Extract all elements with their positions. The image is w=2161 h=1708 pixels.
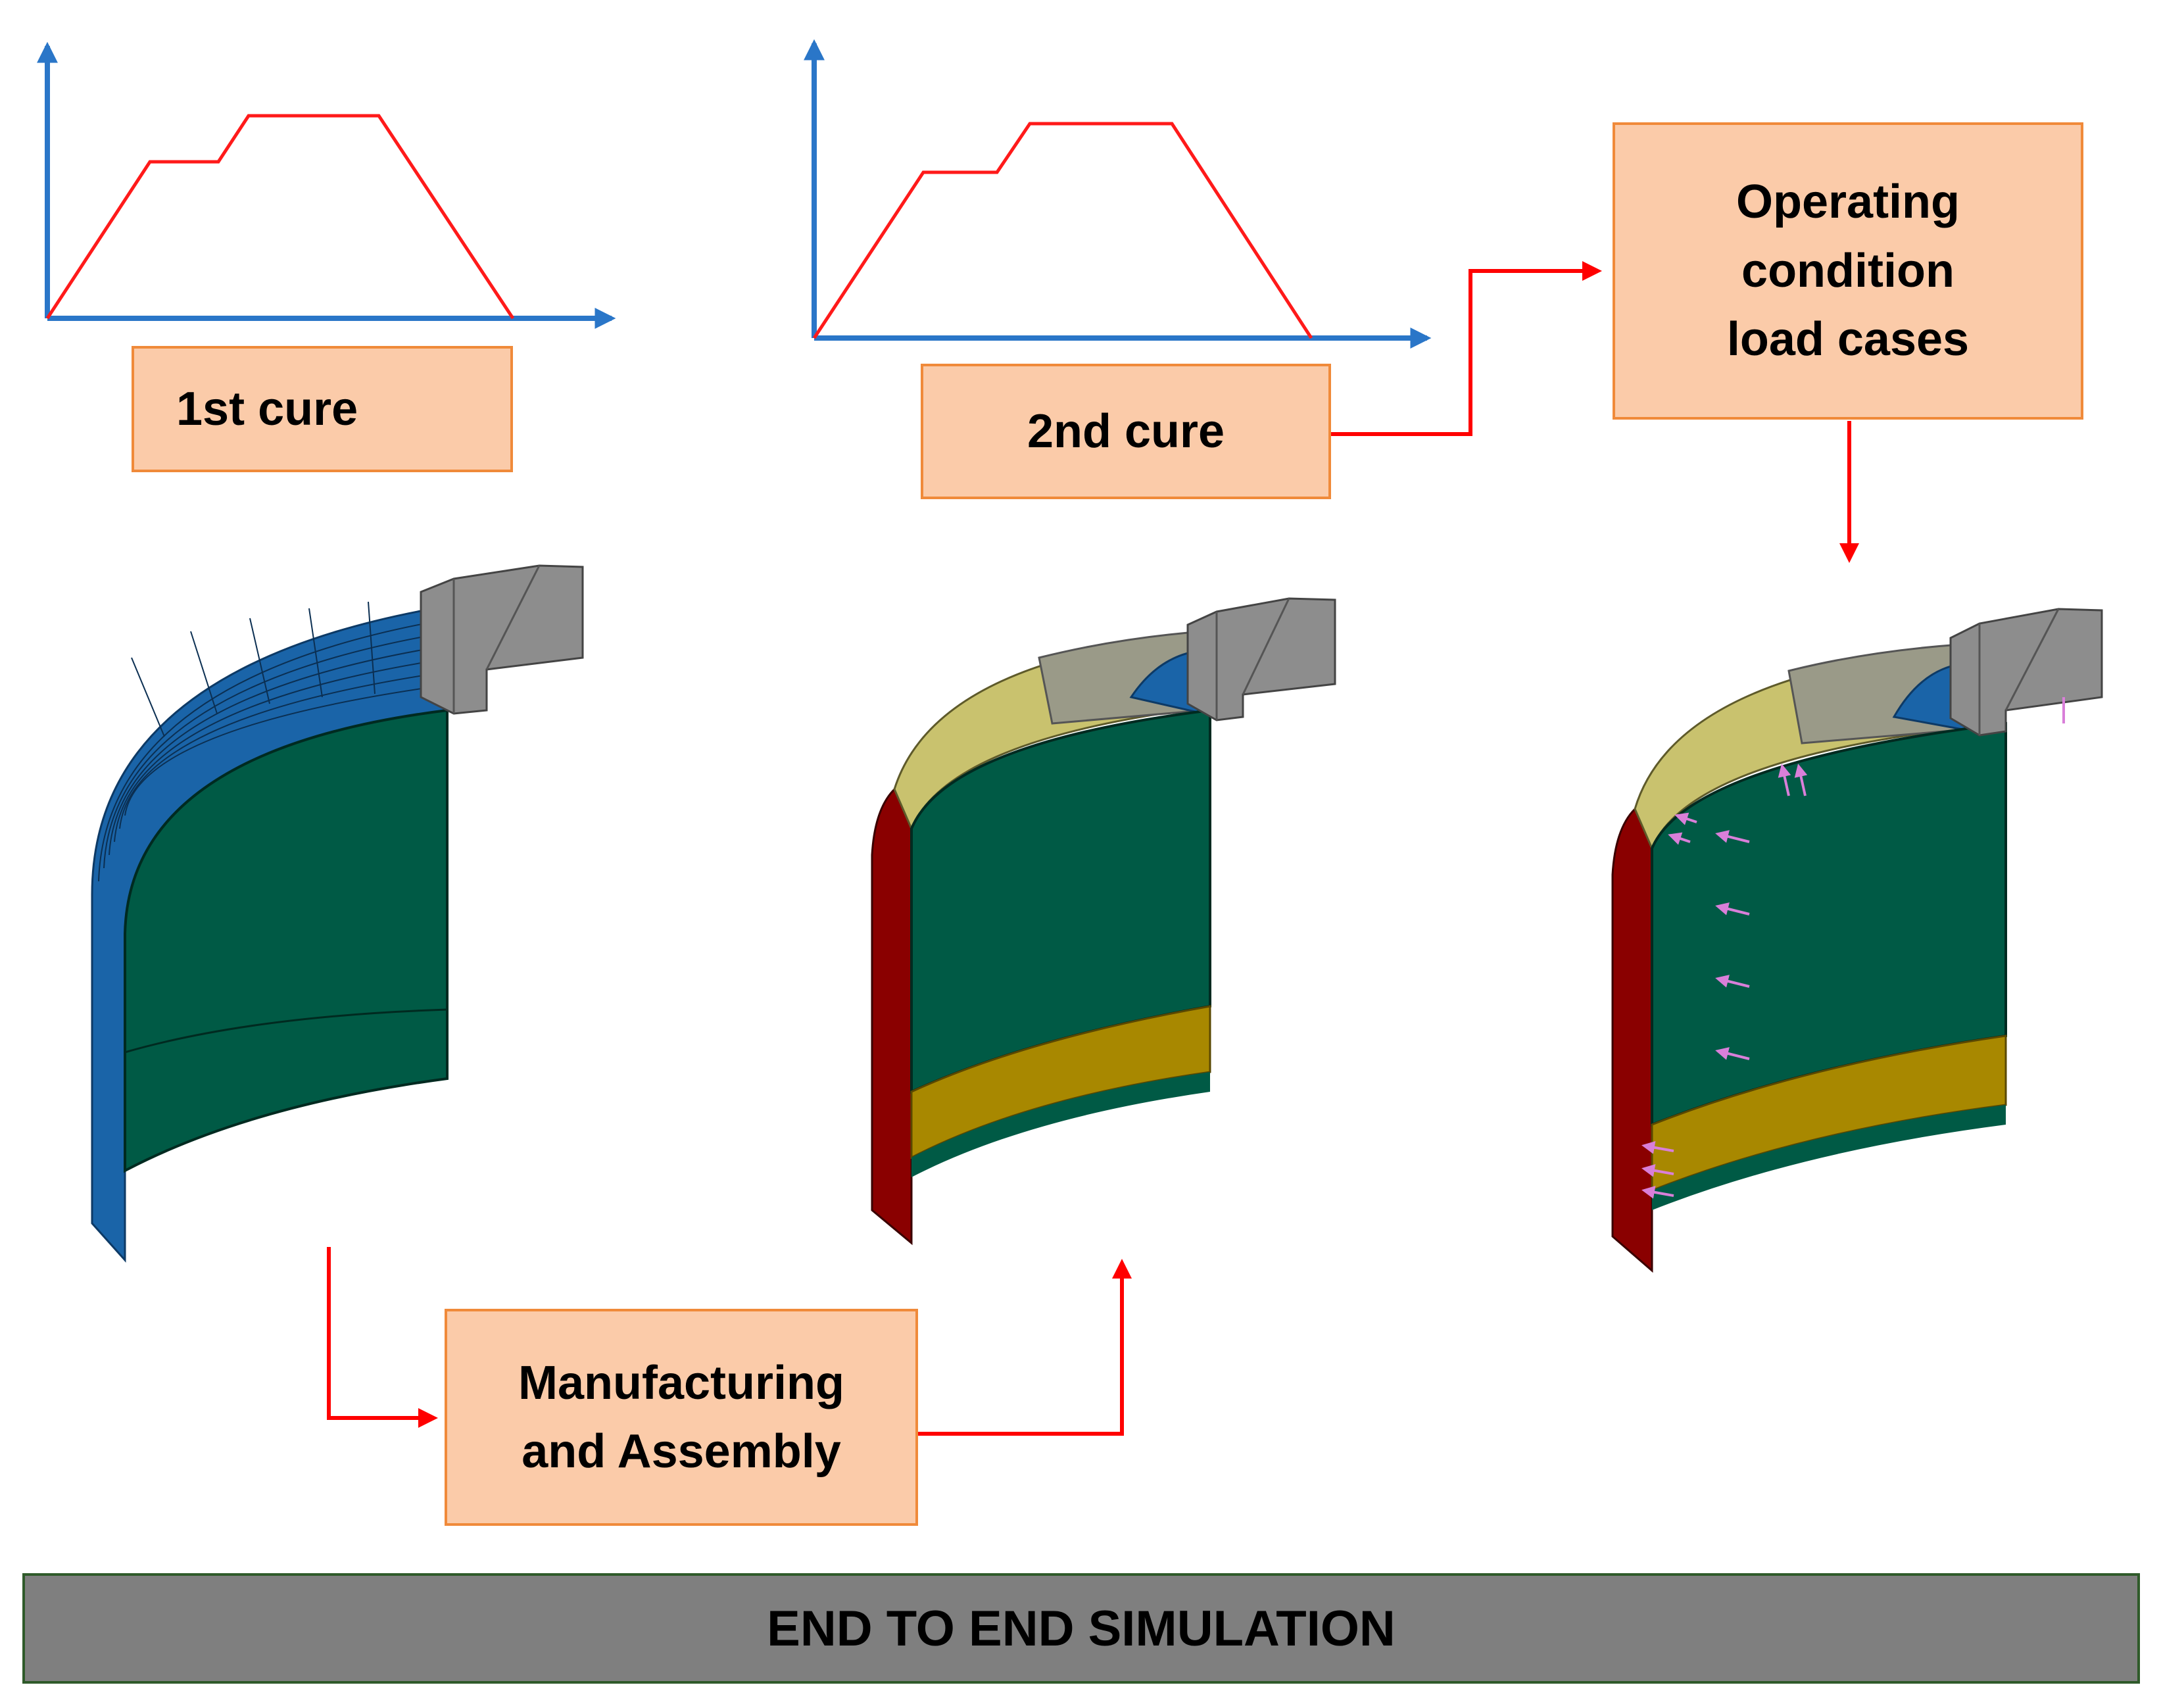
- first-cure-box: 1st cure: [132, 346, 513, 472]
- vessel-model-2: [871, 597, 1336, 1246]
- operating-label-line-2: condition: [1741, 244, 1955, 297]
- end-to-end-banner: END TO END SIMULATION: [22, 1573, 2140, 1684]
- manufacturing-label-line-2: and Assembly: [522, 1425, 841, 1478]
- vessel-model-1: [91, 564, 584, 1263]
- operating-condition-box: Operating condition load cases: [1613, 122, 2083, 420]
- cure-temperature-profile: [45, 114, 515, 320]
- vessel-red-edge: [1611, 808, 1653, 1273]
- first-cure-label: 1st cure: [176, 382, 358, 435]
- arrow-model-to-manufacturing: [327, 1247, 438, 1428]
- vessel-red-edge: [871, 788, 913, 1246]
- second-cure-box: 2nd cure: [921, 364, 1331, 499]
- arrow-manufacturing-to-model: [918, 1259, 1132, 1436]
- operating-label-line-1: Operating: [1736, 176, 1960, 229]
- vessel-model-3: [1611, 608, 2103, 1273]
- cure-temperature-profile: [812, 122, 1313, 339]
- second-cure-label: 2nd cure: [1027, 404, 1225, 458]
- cure-profile-chart-1: [37, 41, 616, 329]
- flow-arrows: [327, 261, 1859, 1436]
- pressure-load-arrows: [1641, 697, 2065, 1199]
- operating-label-line-3: load cases: [1726, 313, 1970, 366]
- vessel-flange: [1186, 597, 1336, 721]
- cure-profile-chart-2: [804, 39, 1432, 349]
- banner-label: END TO END SIMULATION: [767, 1600, 1396, 1657]
- manufacturing-label-line-1: Manufacturing: [518, 1356, 844, 1409]
- manufacturing-assembly-box: Manufacturing and Assembly: [445, 1309, 918, 1526]
- arrow-2nd-cure-to-operating: [1331, 261, 1602, 436]
